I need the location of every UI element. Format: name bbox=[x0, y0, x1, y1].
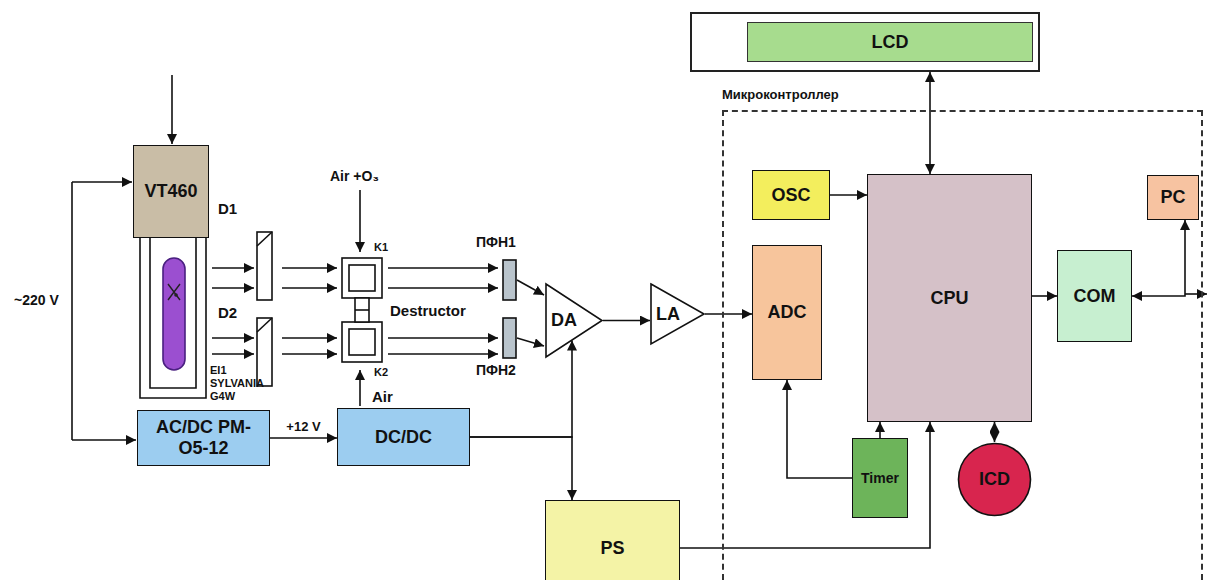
photodetector-label: ПФН2 bbox=[476, 362, 516, 379]
light-ray bbox=[212, 337, 254, 339]
node-label: OSC bbox=[771, 185, 810, 206]
node-label: COM bbox=[1074, 286, 1116, 307]
power-supply-box: AC/DC PM-O5-12 bbox=[137, 410, 270, 466]
air-inlet-arrow bbox=[359, 370, 361, 406]
filter-label: D2 bbox=[218, 304, 237, 322]
connector bbox=[1132, 220, 1185, 296]
signal-wire bbox=[517, 280, 544, 295]
node-label: VT460 bbox=[144, 181, 197, 202]
connector bbox=[994, 422, 996, 442]
connector bbox=[787, 380, 852, 478]
node-label: DC/DC bbox=[375, 427, 432, 448]
light-ray bbox=[212, 267, 254, 269]
cell-label: K2 bbox=[374, 366, 388, 379]
cell-label: K1 bbox=[374, 241, 388, 254]
log-amplifier: LA bbox=[650, 283, 705, 345]
region-heading: Микроконтроллер bbox=[722, 88, 839, 103]
node-label: CPU bbox=[930, 288, 968, 309]
destructor-tube bbox=[355, 309, 369, 311]
filter-label: D1 bbox=[218, 200, 237, 218]
uv-lamp bbox=[174, 293, 178, 297]
mains-wire bbox=[72, 439, 136, 441]
mains-voltage: ~220 V bbox=[14, 292, 59, 309]
node-label: PS bbox=[600, 538, 624, 559]
ps-box: PS bbox=[545, 500, 680, 580]
ballast-box: VT460 bbox=[133, 145, 209, 238]
cuvette-cell bbox=[342, 258, 382, 298]
photodetector bbox=[503, 318, 516, 358]
node-label: LA bbox=[656, 304, 680, 325]
light-ray bbox=[212, 353, 254, 355]
connector bbox=[470, 341, 572, 437]
node-label: DA bbox=[551, 310, 577, 331]
light-ray bbox=[212, 287, 254, 289]
connector bbox=[470, 437, 572, 500]
destructor-tube bbox=[355, 298, 369, 322]
adc-box: ADC bbox=[752, 245, 822, 380]
signal-wire bbox=[517, 338, 544, 346]
input-arrow bbox=[171, 75, 173, 144]
light-ray bbox=[282, 287, 337, 289]
connector bbox=[270, 437, 337, 439]
diff-amplifier: DA bbox=[545, 283, 603, 358]
cuvette-cell bbox=[349, 329, 375, 355]
connector bbox=[929, 72, 931, 174]
uv-lamp bbox=[168, 284, 180, 300]
light-ray bbox=[388, 337, 498, 339]
light-ray bbox=[388, 353, 498, 355]
display-panel: LCD bbox=[747, 22, 1033, 62]
light-ray bbox=[388, 287, 498, 289]
node-label: LCD bbox=[872, 32, 909, 53]
light-ray bbox=[388, 267, 498, 269]
gas-label: Air +O₃ bbox=[330, 168, 379, 185]
gas-inlet-arrow bbox=[359, 190, 361, 252]
gas-label: Air bbox=[372, 388, 393, 406]
cuvette-cell bbox=[349, 265, 375, 291]
lamp-housing bbox=[150, 238, 196, 388]
light-ray bbox=[282, 353, 337, 355]
mains-wire bbox=[71, 182, 73, 440]
photodetector bbox=[503, 260, 516, 300]
node-label: ICD bbox=[979, 469, 1010, 490]
lamp-label: EI1 SYLVANIA G4W bbox=[210, 364, 274, 404]
light-ray bbox=[282, 267, 337, 269]
node-label: PC bbox=[1160, 187, 1185, 208]
lamp-housing bbox=[140, 238, 206, 398]
connector bbox=[680, 422, 930, 548]
voltage-label: +12 V bbox=[284, 419, 322, 435]
cuvette-cell bbox=[342, 322, 382, 362]
timer-box: Timer bbox=[852, 438, 908, 518]
mains-wire bbox=[72, 181, 132, 183]
connector bbox=[705, 313, 752, 315]
node-label: ADC bbox=[768, 302, 807, 323]
cpu-box: CPU bbox=[867, 174, 1032, 422]
connector bbox=[830, 194, 867, 196]
photodetector-label: ПФН1 bbox=[476, 234, 516, 251]
node-label: Timer bbox=[861, 470, 899, 486]
optical-filter bbox=[257, 318, 272, 386]
connector bbox=[879, 422, 881, 438]
display-box: LCD bbox=[690, 12, 1040, 72]
optical-filter bbox=[257, 318, 272, 332]
microcontroller-region: МикроконтроллерOSCCPUADCCOMTimerICD bbox=[722, 110, 1203, 580]
optical-filter bbox=[257, 232, 272, 300]
optical-filter bbox=[257, 232, 272, 246]
icd-circle: ICD bbox=[957, 442, 1032, 517]
pc-box: PC bbox=[1147, 175, 1199, 220]
com-box: COM bbox=[1057, 250, 1132, 342]
uv-lamp bbox=[163, 258, 185, 370]
destructor-label: Destructor bbox=[390, 302, 466, 320]
converter-box: DC/DC bbox=[337, 408, 470, 466]
oscillator-box: OSC bbox=[752, 170, 830, 220]
connector bbox=[1032, 295, 1057, 297]
serial-line bbox=[1185, 293, 1207, 295]
node-label: AC/DC PM-O5-12 bbox=[154, 417, 254, 458]
connector bbox=[603, 320, 650, 322]
light-ray bbox=[282, 337, 337, 339]
